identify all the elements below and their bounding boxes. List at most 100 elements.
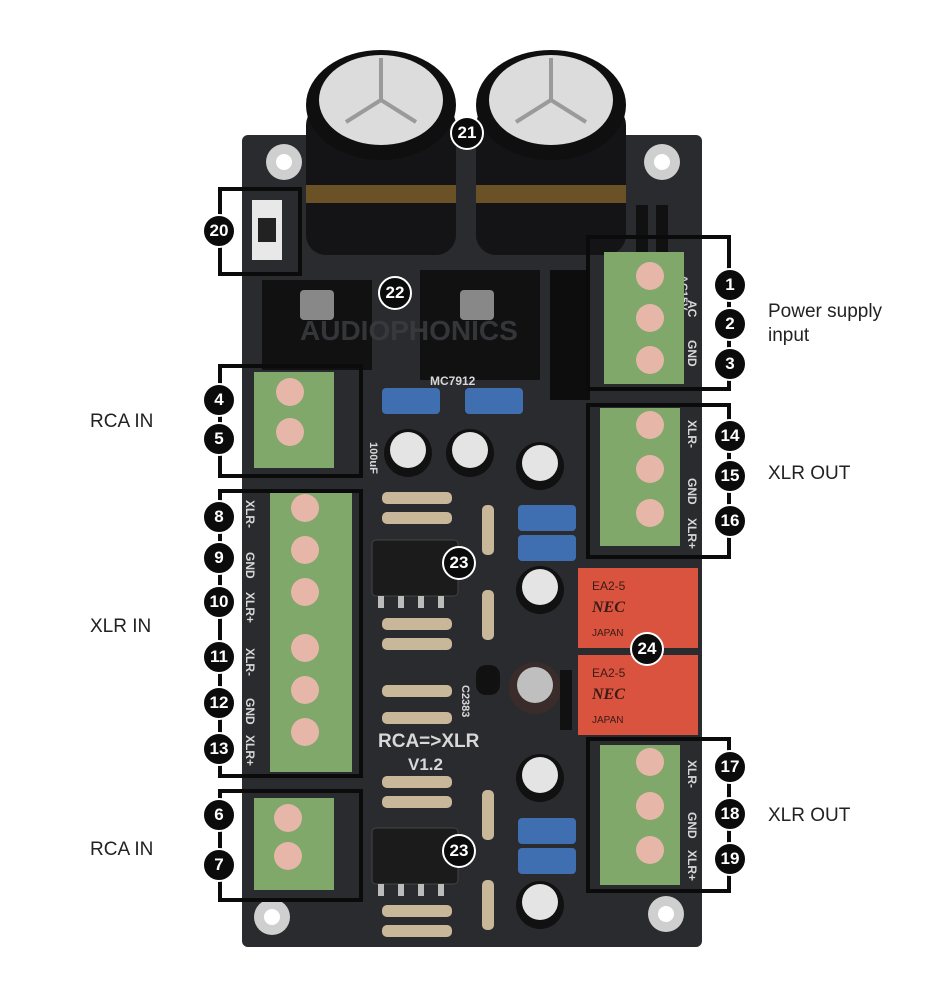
label-power-supply: Power supply input (768, 300, 882, 348)
callout-badge-21: 21 (450, 116, 484, 150)
outline-box-rca-in-top (218, 364, 363, 478)
label-power-line2: input (768, 325, 810, 346)
silk-gnd: GND (243, 552, 257, 579)
resistor (382, 512, 452, 524)
label-xlr-out-bottom: XLR OUT (768, 805, 851, 826)
resistor (382, 492, 452, 504)
relay-country: JAPAN (592, 628, 624, 639)
diode-top (636, 205, 648, 255)
terminal-block-power (604, 252, 684, 384)
film-capacitor (518, 848, 576, 874)
terminal-block-xlr-out-bottom (600, 745, 680, 885)
resistor (382, 685, 452, 697)
callout-badge-16: 16 (713, 504, 747, 538)
callout-badge-20: 20 (202, 214, 236, 248)
small-capacitor (516, 442, 564, 490)
resistor (382, 776, 452, 788)
callout-badge-2: 2 (713, 307, 747, 341)
silk-gnd: GND (685, 340, 699, 367)
heatsink-right (420, 270, 540, 380)
callout-badge-12: 12 (202, 686, 236, 720)
mounting-hole-icon (254, 899, 290, 935)
silk-gnd: GND (243, 698, 257, 725)
resistor (382, 638, 452, 650)
silk-xlr-minus: XLR- (685, 420, 699, 448)
relay-brand: NEC (591, 686, 625, 703)
capacitor-value-label: 100uF (367, 442, 379, 474)
relay-model: EA2-5 (592, 579, 626, 593)
silk-xlr-plus: XLR+ (685, 518, 699, 549)
small-capacitor (516, 881, 564, 929)
regulator-label: MC7912 (430, 374, 476, 388)
outline-box-xlr-in (218, 489, 363, 778)
silk-xlr-minus: XLR- (685, 760, 699, 788)
resistor (382, 796, 452, 808)
relay-country: JAPAN (592, 715, 624, 726)
terminal-block-xlr-in-upper (270, 492, 352, 632)
transistor (476, 665, 500, 695)
callout-badge-15: 15 (713, 459, 747, 493)
resistor (382, 925, 452, 937)
resistor (382, 905, 452, 917)
callout-badge-19: 19 (713, 842, 747, 876)
terminal-block-xlr-out-top (600, 408, 680, 546)
label-xlr-out-top: XLR OUT (768, 463, 851, 484)
silk-xlr-plus: XLR+ (243, 592, 257, 623)
diode-top (656, 205, 668, 255)
callout-badge-6: 6 (202, 798, 236, 832)
outline-box-power-input (586, 235, 731, 391)
board-title: RCA=>XLR (378, 731, 480, 752)
silk-gnd: GND (685, 812, 699, 839)
resistor-vertical (482, 790, 494, 840)
component-block-right (550, 270, 590, 400)
callout-badge-24: 24 (630, 632, 664, 666)
outline-box-xlr-out-top (586, 403, 731, 559)
callout-badge-9: 9 (202, 541, 236, 575)
callout-badge-11: 11 (202, 640, 236, 674)
terminal-block-rca-in-top (254, 372, 334, 468)
opamp-ic-bottom (371, 827, 459, 896)
callout-badge-17: 17 (713, 750, 747, 784)
small-capacitor (446, 429, 494, 477)
resistor (382, 618, 452, 630)
callout-badge-4: 4 (202, 383, 236, 417)
transistor-label: C2383 (459, 685, 471, 717)
toggle-switch (252, 200, 282, 260)
mounting-hole-icon (648, 896, 684, 932)
resistor-vertical (482, 880, 494, 930)
board-version: V1.2 (408, 755, 443, 774)
watermark-text: AUDIOPHONICS (300, 315, 518, 346)
mounting-hole-icon (644, 144, 680, 180)
label-xlr-in: XLR IN (90, 616, 152, 637)
resistor-vertical (482, 505, 494, 555)
mounting-hole-icon (266, 144, 302, 180)
silk-gnd: GND (685, 478, 699, 505)
relay-brand: NEC (591, 599, 625, 616)
resistor-vertical (482, 590, 494, 640)
film-capacitor (518, 535, 576, 561)
label-power-line1: Power supply (768, 301, 883, 322)
callout-badge-5: 5 (202, 422, 236, 456)
silk-ac: AC (685, 300, 699, 318)
silk-xlr-plus: XLR+ (243, 735, 257, 766)
film-capacitor (518, 818, 576, 844)
silk-xlr-minus: XLR- (243, 648, 257, 676)
callout-badge-13: 13 (202, 732, 236, 766)
callout-badge-1: 1 (713, 268, 747, 302)
small-capacitor (384, 429, 432, 477)
label-rca-in-top: RCA IN (90, 411, 154, 432)
film-capacitor (518, 505, 576, 531)
small-capacitor (509, 662, 561, 714)
relay-bottom: EA2-5 NEC JAPAN (578, 655, 698, 735)
silk-xlr-minus: XLR- (243, 500, 257, 528)
callout-badge-14: 14 (713, 419, 747, 453)
callout-badge-18: 18 (713, 797, 747, 831)
outline-box-rca-in-bottom (218, 789, 363, 902)
resistor (382, 712, 452, 724)
film-capacitor (382, 388, 440, 414)
callout-badge-10: 10 (202, 585, 236, 619)
relay-model: EA2-5 (592, 666, 626, 680)
callout-badge-23a: 23 (442, 546, 476, 580)
terminal-block-xlr-in-lower (270, 632, 352, 772)
